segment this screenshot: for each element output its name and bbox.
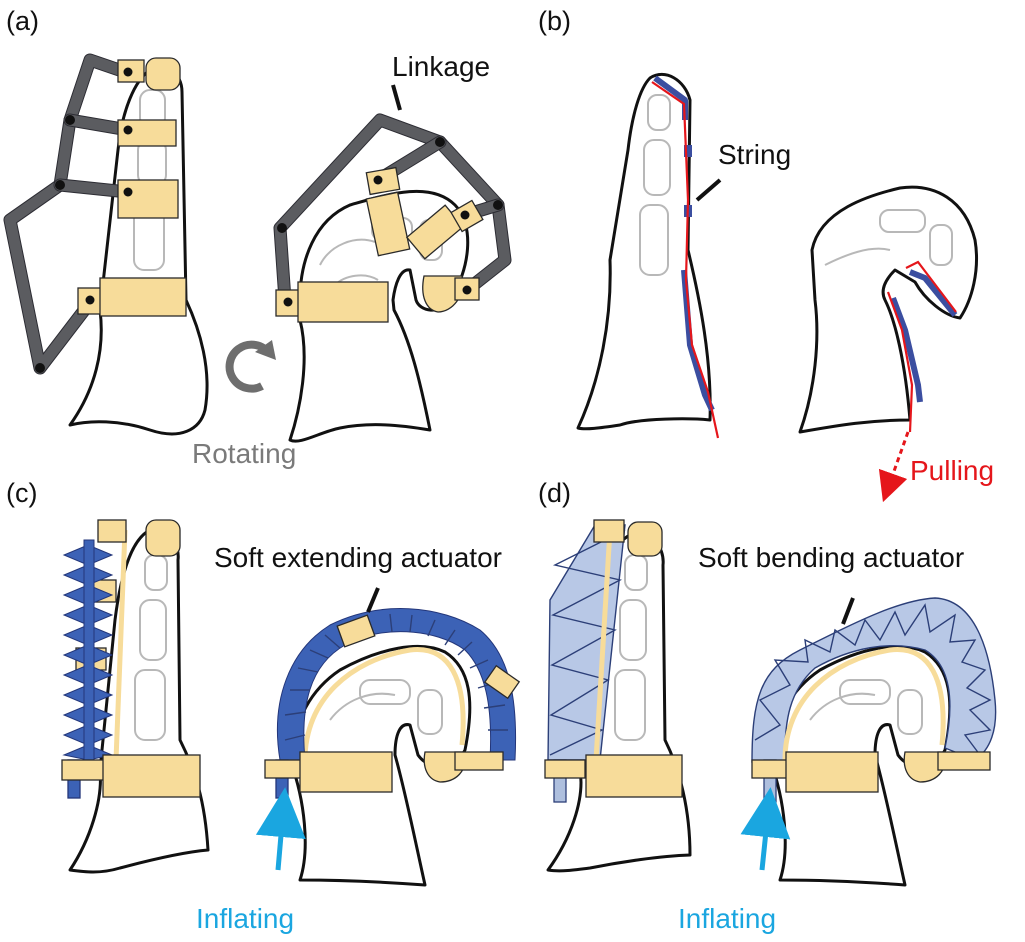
joint-pin (461, 211, 470, 220)
joint-pin (463, 286, 472, 295)
inflate-arrow-icon (278, 812, 283, 870)
soft-extending-actuator-label: Soft extending actuator (214, 542, 502, 573)
fingertip-cap (146, 520, 180, 556)
panel-a-straight-finger (10, 58, 207, 434)
palm-band (100, 278, 186, 316)
fingertip-cap (628, 522, 662, 556)
pull-arrow-icon (888, 432, 908, 488)
string-label: String (718, 139, 791, 170)
panel-a-tag: (a) (6, 6, 39, 36)
actuator-callout-line (368, 588, 378, 612)
panel-c (62, 520, 519, 885)
inflating-label-d: Inflating (678, 903, 776, 934)
panel-d-tag: (d) (538, 478, 571, 508)
palm-band (103, 755, 200, 797)
joint-pin (55, 180, 65, 190)
panel-c-bent-finger (265, 609, 519, 885)
palm-band (786, 752, 878, 792)
rotating-label: Rotating (192, 438, 296, 469)
actuator-mount (938, 752, 990, 770)
joint-pin (86, 296, 95, 305)
panel-a-bent-finger (276, 120, 505, 441)
joint-pin (35, 363, 45, 373)
panel-b-straight-finger (578, 74, 718, 438)
inflating-label-c: Inflating (196, 903, 294, 934)
linkage-callout-line (393, 85, 400, 110)
joint-pin (124, 188, 133, 197)
palm-band (298, 282, 388, 322)
actuator-mount (265, 760, 305, 778)
panel-c-straight-finger (62, 520, 208, 872)
joint-pin (277, 223, 287, 233)
joint-pin (493, 200, 503, 210)
panel-d-straight-finger (545, 520, 690, 871)
joint-pin (65, 115, 75, 125)
joint-pin (374, 176, 383, 185)
palm-band (586, 755, 682, 797)
joint-pin (124, 126, 133, 135)
panel-b (578, 74, 977, 488)
panel-d-bent-finger (752, 598, 996, 885)
actuator-mount (98, 520, 126, 542)
panel-d (545, 520, 996, 885)
joint-pin (284, 298, 293, 307)
string-callout-line (697, 180, 720, 200)
finger-band (118, 180, 178, 218)
actuator-mount (455, 752, 503, 770)
joint-pin (435, 137, 445, 147)
soft-bending-actuator-label: Soft bending actuator (698, 542, 964, 573)
palm-band (300, 752, 392, 792)
actuator-mount (545, 760, 585, 778)
joint-pin (124, 68, 133, 77)
pulling-label: Pulling (910, 455, 994, 486)
panel-b-bent-finger (800, 187, 977, 488)
panel-c-tag: (c) (6, 478, 37, 508)
panel-b-tag: (b) (538, 6, 571, 36)
linkage-label: Linkage (392, 51, 490, 82)
actuator-callout-line (843, 598, 853, 624)
link-mount (366, 168, 399, 195)
actuator-mount (594, 520, 624, 542)
inflate-arrow-icon (762, 812, 768, 870)
fingertip-cap (146, 58, 180, 90)
panel-a (10, 58, 505, 441)
